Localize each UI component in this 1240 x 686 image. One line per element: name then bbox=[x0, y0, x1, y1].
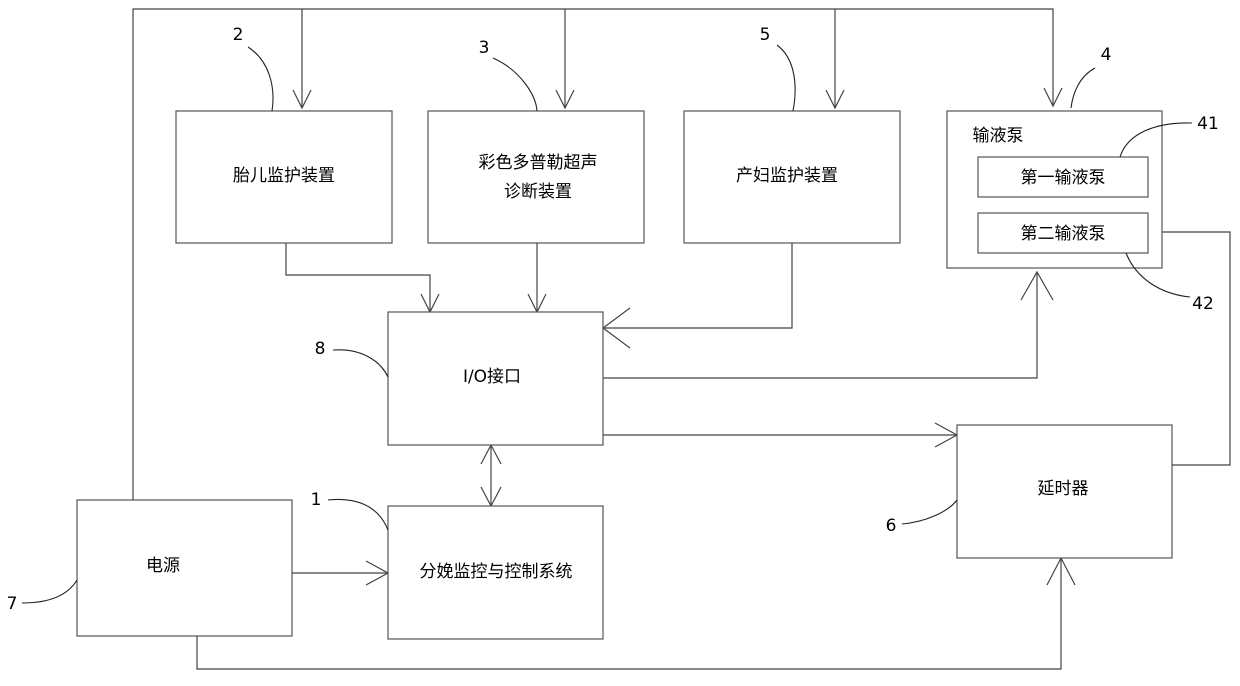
maternal-monitor-label: 产妇监护装置 bbox=[736, 166, 838, 186]
ref-number-6: 6 bbox=[886, 516, 897, 536]
ref-number-7: 7 bbox=[7, 594, 18, 614]
power-supply-box bbox=[77, 500, 292, 636]
ref-number-3: 3 bbox=[479, 38, 490, 58]
leader-8 bbox=[333, 350, 388, 377]
first-pump-label: 第一输液泵 bbox=[1021, 168, 1106, 188]
second-pump-label: 第二输液泵 bbox=[1021, 224, 1106, 244]
leader-3 bbox=[493, 58, 537, 111]
ref-number-1: 1 bbox=[311, 490, 322, 510]
fetal-to-io-line bbox=[286, 243, 430, 312]
ref-number-8: 8 bbox=[315, 339, 326, 359]
leader-4 bbox=[1071, 68, 1095, 108]
doppler-label-line2: 诊断装置 bbox=[504, 182, 572, 202]
leader-6 bbox=[902, 500, 957, 524]
doppler-label-line1: 彩色多普勒超声 bbox=[479, 153, 598, 173]
ref-number-41: 41 bbox=[1197, 114, 1219, 134]
infusion-pump-label: 输液泵 bbox=[973, 126, 1024, 146]
timer-label: 延时器 bbox=[1038, 479, 1089, 499]
leader-5 bbox=[777, 45, 795, 111]
ref-number-5: 5 bbox=[760, 25, 771, 45]
maternal-to-io-line bbox=[603, 243, 792, 328]
power-to-timer-line bbox=[197, 558, 1061, 669]
io-to-pump-line bbox=[603, 272, 1037, 378]
leader-2 bbox=[248, 47, 273, 111]
fetal-monitor-label: 胎儿监护装置 bbox=[233, 166, 335, 186]
ref-number-4: 4 bbox=[1101, 45, 1112, 65]
delivery-system-label: 分娩监控与控制系统 bbox=[420, 562, 573, 582]
ref-number-2: 2 bbox=[233, 25, 244, 45]
leader-7 bbox=[22, 580, 77, 603]
io-interface-label: I/O接口 bbox=[463, 367, 521, 387]
ref-number-42: 42 bbox=[1192, 294, 1214, 314]
power-supply-label: 电源 bbox=[146, 556, 180, 576]
doppler-box bbox=[428, 111, 644, 243]
leader-1 bbox=[328, 499, 388, 530]
